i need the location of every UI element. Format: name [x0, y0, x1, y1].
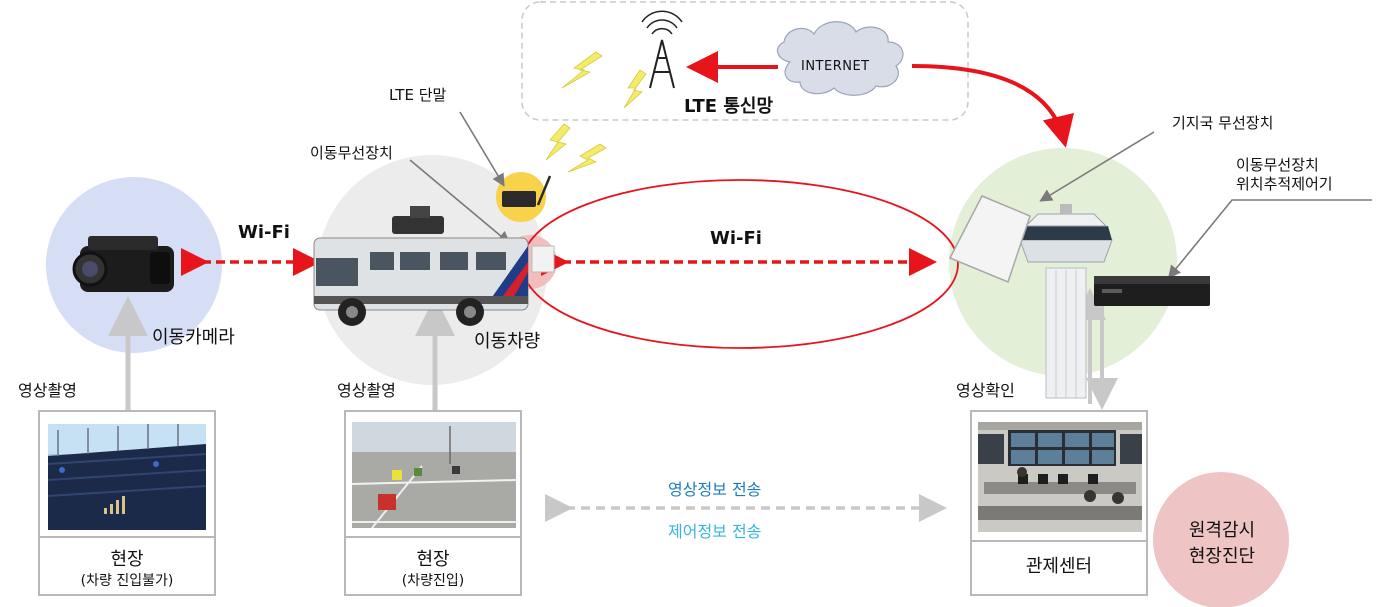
leader-lte-terminal: [459, 111, 505, 187]
arrow-internet-to-base: [911, 64, 1074, 148]
lte-tower-icon: [641, 10, 683, 89]
mobile-vehicle-label: 이동차량: [474, 331, 541, 352]
lightning-bolt: [623, 69, 647, 109]
internet-cloud-icon: [776, 21, 904, 96]
control-transfer-label: 제어정보 전송: [668, 522, 762, 541]
control-center-card: 관제센터: [970, 410, 1148, 596]
remote-diagnosis-text: 원격감시 현장진단: [1186, 518, 1258, 570]
wifi-center-label: Wi-Fi: [710, 228, 762, 249]
card-divider: [972, 540, 1146, 542]
site-photo-apron: [352, 422, 516, 528]
camcorder-icon: [72, 236, 174, 292]
bubble-line1: 원격감시: [1188, 520, 1256, 541]
card-divider: [346, 536, 520, 538]
site-card-no-vehicle: 현장 (차량 진입불가): [38, 410, 216, 596]
control-room-photo: [978, 422, 1142, 532]
lte-network-label: LTE 통신망: [684, 96, 774, 117]
vehicle-icon: [313, 206, 555, 326]
video-transfer-label: 영상정보 전송: [668, 480, 762, 499]
wifi-ellipse: [521, 179, 959, 349]
confirm-label: 영상확인: [956, 381, 1015, 400]
control-tower-icon: [1019, 204, 1113, 399]
lightning-bolt: [545, 123, 571, 161]
internet-label: INTERNET: [801, 59, 870, 74]
wifi-left-label: Wi-Fi: [238, 222, 290, 243]
lte-terminal-label: LTE 단말: [389, 86, 447, 104]
tracking-controller-label: 이동무선장치 위치추적제어기: [1236, 156, 1333, 193]
site-card-vehicle: 현장 (차량진입): [344, 410, 522, 596]
site1-subtitle: (차량 진입불가): [80, 573, 174, 589]
mobile-camera-label: 이동카메라: [152, 327, 235, 348]
remote-diagnosis-bubble: [1153, 472, 1289, 607]
leader-mobile-radio: [409, 159, 511, 245]
leader-tracking-controller: [1167, 199, 1372, 279]
site2-title: 현장: [416, 549, 450, 570]
lte-terminal-icon: [502, 175, 552, 207]
site2-subtitle: (차량진입): [401, 573, 465, 589]
base-station-antenna-icon: [948, 195, 1031, 284]
lightning-bolt: [567, 143, 607, 173]
site-photo-wall: [48, 424, 206, 530]
base-station-radio-label: 기지국 무선장치: [1172, 114, 1274, 132]
site1-title: 현장: [110, 549, 144, 570]
control-center-title: 관제센터: [1025, 556, 1093, 577]
leader-base-radio: [1039, 131, 1155, 202]
shoot-left-label: 영상촬영: [18, 381, 77, 400]
tracking-controller-icon: [1094, 276, 1210, 306]
mobile-radio-label: 이동무선장치: [310, 144, 393, 162]
card-divider: [40, 536, 214, 538]
lightning-bolt: [561, 51, 603, 89]
shoot-center-label: 영상촬영: [337, 381, 396, 400]
bubble-line2: 현장진단: [1188, 546, 1256, 567]
